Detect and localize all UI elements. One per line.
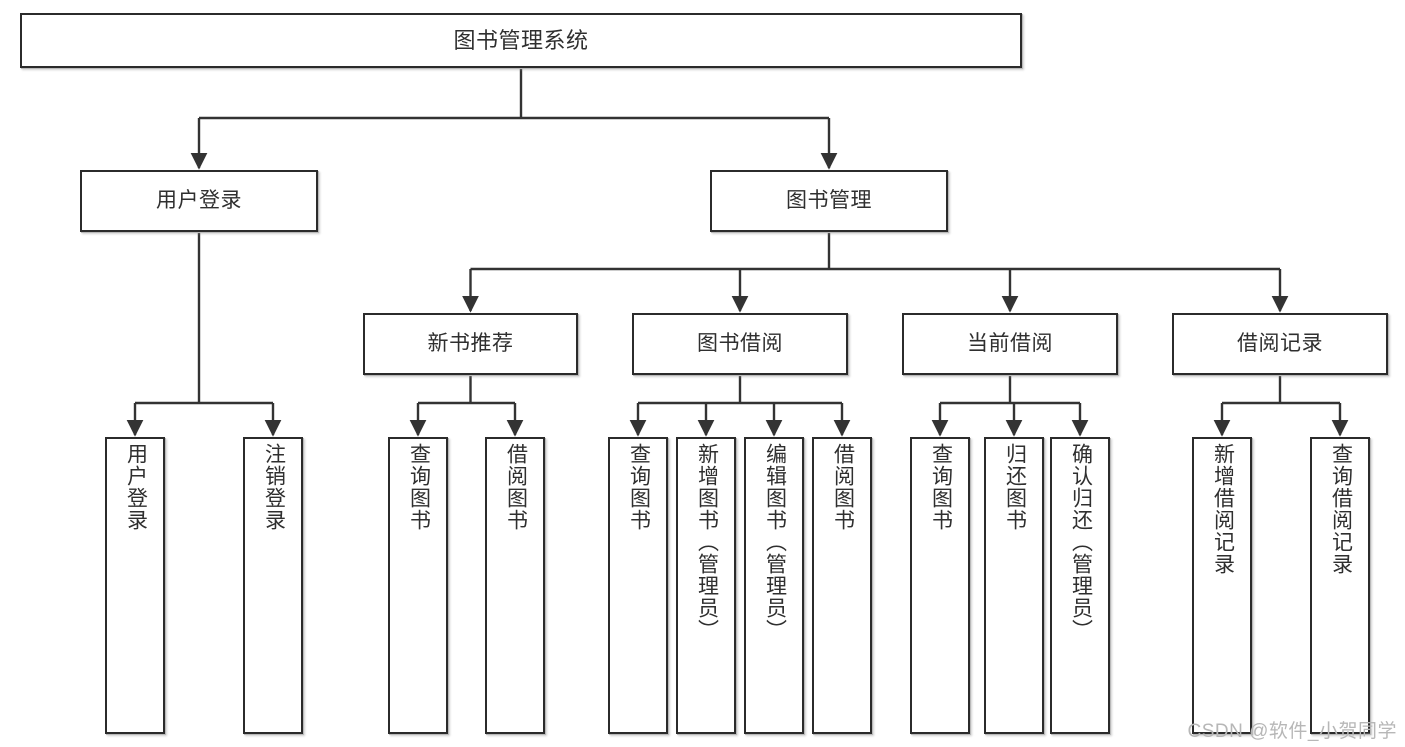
node-label: 新增图书（管理员） xyxy=(695,443,719,641)
node-label: 图书借阅 xyxy=(697,331,783,355)
edge-group xyxy=(126,68,1349,437)
node-current-borrow[interactable]: 当前借阅 xyxy=(902,313,1118,375)
node-label: 查询图书 xyxy=(407,443,431,531)
node-label: 新增借阅记录 xyxy=(1211,443,1235,575)
node-book-borrow[interactable]: 图书借阅 xyxy=(632,313,848,375)
node-label: 借阅图书 xyxy=(504,443,528,531)
node-leaf-user-login[interactable]: 用户登录 xyxy=(105,437,165,734)
node-label: 图书管理系统 xyxy=(453,27,589,53)
node-label: 注销登录 xyxy=(262,443,286,531)
node-root[interactable]: 图书管理系统 xyxy=(20,13,1022,68)
node-label: 当前借阅 xyxy=(967,331,1053,355)
watermark-text: CSDN @软件_小贺同学 xyxy=(1187,721,1397,742)
node-label: 查询图书 xyxy=(929,443,953,531)
node-leaf-borrow-book-2[interactable]: 借阅图书 xyxy=(812,437,872,734)
node-label: 查询借阅记录 xyxy=(1329,443,1353,575)
node-leaf-edit-book-admin[interactable]: 编辑图书（管理员） xyxy=(744,437,804,734)
node-label: 确认归还（管理员） xyxy=(1069,443,1093,641)
node-leaf-add-book-admin[interactable]: 新增图书（管理员） xyxy=(676,437,736,734)
node-borrow-record[interactable]: 借阅记录 xyxy=(1172,313,1388,375)
node-label: 图书管理 xyxy=(786,188,872,212)
node-leaf-borrow-book-1[interactable]: 借阅图书 xyxy=(485,437,545,734)
node-label: 归还图书 xyxy=(1003,443,1027,531)
node-label: 用户登录 xyxy=(124,443,148,531)
node-leaf-query-book-2[interactable]: 查询图书 xyxy=(608,437,668,734)
node-label: 查询图书 xyxy=(627,443,651,531)
node-book-manage[interactable]: 图书管理 xyxy=(710,170,948,232)
node-leaf-confirm-return-admin[interactable]: 确认归还（管理员） xyxy=(1050,437,1110,734)
node-new-book-recommend[interactable]: 新书推荐 xyxy=(363,313,578,375)
node-leaf-query-borrow-record[interactable]: 查询借阅记录 xyxy=(1310,437,1370,734)
node-leaf-user-logout[interactable]: 注销登录 xyxy=(243,437,303,734)
node-label: 编辑图书（管理员） xyxy=(763,443,787,641)
node-leaf-query-book-3[interactable]: 查询图书 xyxy=(910,437,970,734)
node-label: 新书推荐 xyxy=(427,331,514,355)
node-user-login[interactable]: 用户登录 xyxy=(80,170,318,232)
node-label: 借阅图书 xyxy=(831,443,855,531)
node-label: 借阅记录 xyxy=(1237,331,1323,355)
node-leaf-return-book[interactable]: 归还图书 xyxy=(984,437,1044,734)
node-leaf-add-borrow-record[interactable]: 新增借阅记录 xyxy=(1192,437,1252,734)
node-leaf-query-book-1[interactable]: 查询图书 xyxy=(388,437,448,734)
node-label: 用户登录 xyxy=(156,188,242,212)
